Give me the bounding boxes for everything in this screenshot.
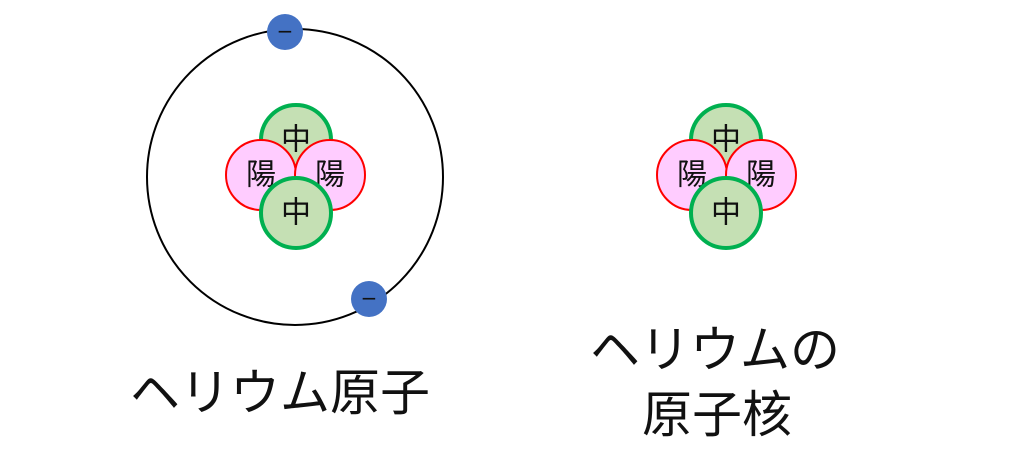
nucleus-title-line2: 原子核 (642, 386, 792, 444)
atom-title: ヘリウム原子 (130, 364, 430, 422)
helium-atom: 中 陽 陽 中 − − ヘリウム原子 (130, 14, 444, 422)
electron-label: − (277, 19, 294, 43)
helium-nucleus: 中 陽 陽 中 ヘリウムの 原子核 (590, 103, 840, 444)
neutron-bottom: 中 (689, 176, 763, 250)
neutron-bottom: 中 (259, 176, 333, 250)
electron-top: − (267, 14, 303, 50)
electron-label: − (361, 286, 378, 310)
nucleus-title-line1: ヘリウムの (590, 321, 840, 379)
electron-bottom: − (351, 281, 387, 317)
neutron-label: 中 (281, 196, 311, 231)
neutron-label: 中 (711, 196, 741, 231)
